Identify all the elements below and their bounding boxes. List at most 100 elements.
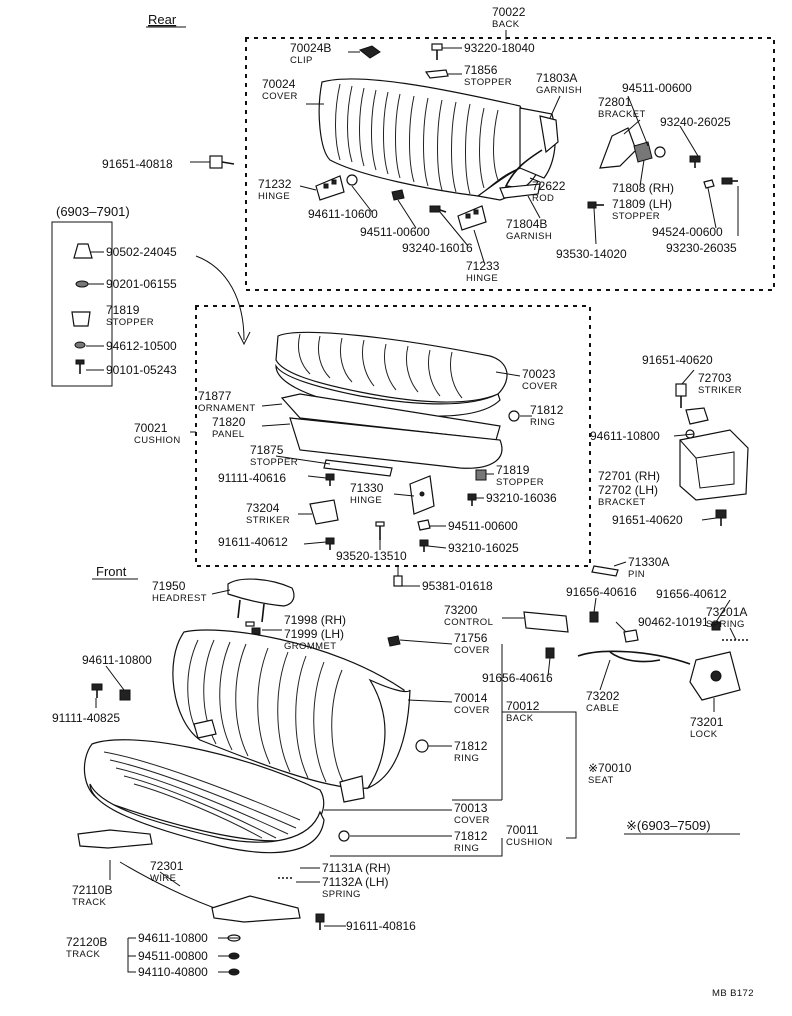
label-93240-16016: 93240-16016 [402,241,473,255]
pin-95381-01618 [393,575,403,587]
label-70010: ※70010 [588,761,632,775]
label-72801: 72801 [598,95,632,109]
rod-72622 [504,149,543,191]
bolt-91111-40616 [325,473,335,486]
label-71132a-desc: SPRING [322,889,361,900]
label-73201a-desc: SPRING [706,619,745,630]
label-73204-desc: STRIKER [246,515,290,526]
hinge-71330 [409,475,435,515]
label-70010-desc: SEAT [588,775,614,786]
bolt-91611-40816 [315,913,325,930]
label-70013-desc: COVER [454,815,490,826]
bolt-93220-18040 [431,43,443,60]
label-72701: 72701 (RH) [598,469,660,483]
rear-heading: Rear [148,12,177,27]
stopper-71856 [424,69,449,79]
label-73201: 73201 [690,715,724,729]
label-93240-26025: 93240-26025 [660,115,731,129]
back-bracket-right [339,775,365,803]
label-70021: 70021 [134,421,168,435]
label-71756: 71756 [454,631,488,645]
hinge-71232 [315,175,345,201]
garnish-71804b [499,183,541,199]
label-91611-40612: 91611-40612 [218,535,288,549]
label-73202: 73202 [586,689,620,703]
label-91651-40620b: 91651-40620 [612,513,683,527]
label-73200: 73200 [444,603,478,617]
cable-73202 [577,650,691,665]
bolt-91651-40620-a [675,383,687,408]
label-70024b: 70024B [290,41,331,55]
bolt-91656-40616-a [589,611,599,623]
label-93220-18040: 93220-18040 [464,41,535,55]
label-71877-desc: ORNAMENT [198,403,256,414]
bracket-72701 [679,429,749,501]
label-71330a-desc: PIN [628,569,645,580]
ring-71812-c [338,830,350,842]
label-93210-16036: 93210-16036 [486,491,557,505]
label-94611-10800a: 94611-10800 [590,429,660,443]
label-73202-desc: CABLE [586,703,619,714]
label-71820-desc: PANEL [212,429,244,440]
label-70023: 70023 [522,367,556,381]
bolt-93240-16016 [429,205,447,213]
label-94611-10600: 94611-10600 [308,207,378,221]
label-72120b: 72120B [66,935,107,949]
label-71132a: 71132A (LH) [322,875,389,889]
label-71812b: 71812 [454,739,488,753]
label-71998: 71998 (RH) [284,613,346,627]
label-94611-10800b: 94611-10800 [82,653,152,667]
leader-lines [86,30,739,973]
ring-71812-b [415,739,429,753]
label-72702-desc: BRACKET [598,497,646,508]
striker-73204 [309,499,339,525]
label-70024-desc: COVER [262,91,298,102]
label-93230-26035: 93230-26035 [666,241,737,255]
label-71330-desc: HINGE [350,495,382,506]
label-71820: 71820 [212,415,246,429]
label-71819a: 71819 [106,303,140,317]
label-72703-desc: STRIKER [698,385,742,396]
label-71999-desc: GROMMET [284,641,336,652]
label-70023-desc: COVER [522,381,558,392]
label-72110b: 72110B [72,883,112,897]
stopper-71808 [633,141,653,163]
clip-70024b [358,45,381,59]
label-90101-05243: 90101-05243 [106,363,177,377]
label-70014: 70014 [454,691,488,705]
rear-cushion-group-box [195,305,591,567]
bolt-91611-40612 [325,537,335,550]
label-71804b: 71804B [506,217,547,231]
label-70022-desc: BACK [492,19,520,30]
washer-90201-06155 [75,280,89,288]
label-73201a: 73201A [706,605,747,619]
label-90502-24045: 90502-24045 [106,245,177,259]
bolt-91656-40616-b [545,647,555,659]
label-71233-desc: HINGE [466,273,498,284]
label-94511-00600b: 94511-00600 [360,225,430,239]
label-71756-desc: COVER [454,645,490,656]
label-71812a: 71812 [530,403,564,417]
label-70012: 70012 [506,699,540,713]
label-71233: 71233 [466,259,500,273]
label-71131a: 71131A (RH) [322,861,390,875]
cushion-panel-71820 [280,393,501,441]
drawing-code: MB B172 [712,988,754,999]
striker-72703 [685,407,709,425]
label-70022: 70022 [492,5,526,19]
nut-94511-b [391,189,405,201]
part-labels: 70022BACK70024BCLIP93220-1804071856STOPP… [52,5,747,979]
front-back-cover [172,629,411,790]
label-71999: 71999 (LH) [284,627,344,641]
label-71812a-desc: RING [530,417,555,428]
label-94524-00600: 94524-00600 [652,225,723,239]
label-91611-40816: 91611-40816 [346,919,416,933]
front-heading: Front [96,564,127,579]
rear-cushion-cover [275,331,508,417]
label-71950-desc: HEADREST [152,593,207,604]
cushion-frame [289,417,503,469]
cover-71756 [387,635,401,647]
label-71812c: 71812 [454,829,488,843]
range-rear-heading: (6903–7901) [56,204,130,219]
label-71808: 71808 (RH) [612,181,674,195]
